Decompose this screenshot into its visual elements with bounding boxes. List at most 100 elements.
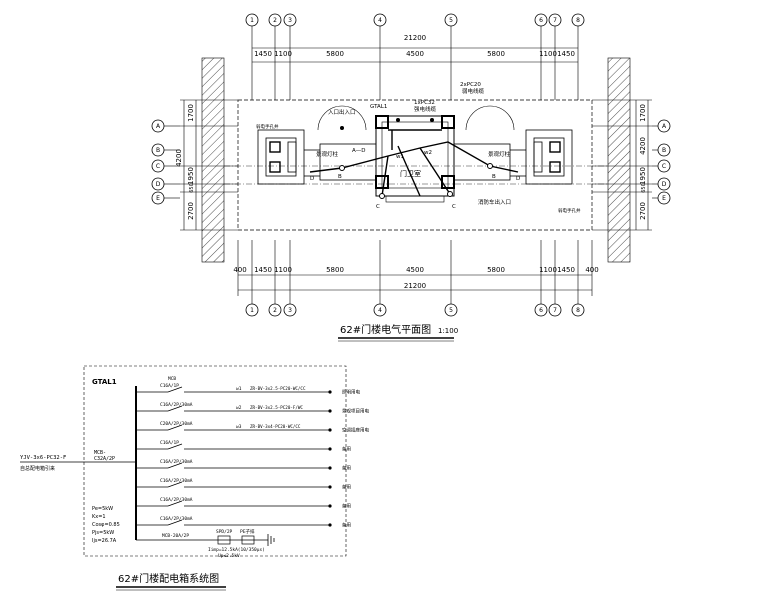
label-cable-mid: 1xPC32 [414, 100, 435, 106]
axis-bubble-bottom-4-text: 4 [378, 307, 382, 314]
axis-bubble-right-B-text: B [662, 147, 666, 154]
incoming-note: 自总配电箱引来 [20, 465, 55, 472]
label-ad: A—D [352, 148, 366, 154]
spd-label: SPD/2P [216, 529, 233, 535]
label-d-right: D [516, 176, 520, 182]
circuit-rating: C20A/2P/30mA [160, 421, 193, 427]
spd-spec2: Up≤2.5kV [218, 553, 240, 559]
label-gtal: GTAL1 [370, 104, 387, 110]
panel-enclosure [83, 365, 347, 557]
label-w1: w1 [396, 154, 404, 160]
circuit-number: w1 [236, 386, 242, 392]
spd-spec: Iimp=12.5kA(10/350μs) [208, 547, 265, 553]
spd-circuit: MCB-20A/2P SPD/2P PE子排 Iimp=12.5kA(10/35… [136, 528, 275, 559]
plan-scale: 1:100 [438, 327, 458, 335]
circuit-cable: ZR-BV-3x2.5-PC20-F/WC [250, 405, 303, 410]
dim-bottom-8: 1450 [557, 266, 575, 274]
top-dimension-lines [251, 44, 579, 100]
axis-bubble-top-1-text: 1 [250, 17, 254, 24]
label-c-left: C [376, 204, 380, 210]
axis-bubble-top-5: 5 [444, 13, 458, 27]
wiring [309, 130, 519, 197]
dim-top-7: 1450 [557, 50, 575, 58]
dim-total-top: 21200 [404, 34, 426, 42]
axis-bubble-left-C-text: C [156, 163, 160, 170]
label-cable-top2: 弱电线缆 [462, 87, 485, 95]
main-breaker: MCB- [94, 450, 106, 456]
dim-top-5: 5800 [487, 50, 505, 58]
load-ijs: Ijs=26.7A [92, 538, 117, 544]
dim-left-2: 4200 [175, 149, 183, 167]
label-b-left: B [338, 174, 342, 180]
axis-bubble-top-1: 1 [245, 13, 259, 27]
axis-bubble-left-E: E [151, 191, 165, 205]
load-data: Pe=5kW Kx=1 Cosφ=0.85 Pjs=5kW Ijs=26.7A [92, 506, 120, 544]
circuit-rating: C16A/2P/30mA [160, 459, 193, 465]
axis-bubble-left-C: C [151, 159, 165, 173]
axis-bubble-right-C-text: C [662, 163, 666, 170]
axis-bubble-left-A-text: A [156, 123, 161, 130]
hatched-wall-left [201, 57, 225, 263]
dim-bottom-7: 1100 [539, 266, 557, 274]
circuit-number: w2 [236, 405, 242, 411]
circuit-rating: C16A/2P/30mA [160, 497, 193, 503]
dim-top-3: 5800 [326, 50, 344, 58]
axis-bubble-top-3: 3 [283, 13, 297, 27]
dim-top-4: 4500 [406, 50, 424, 58]
left-dimension-lines [180, 99, 238, 231]
circuit-use: 景观项目用电 [342, 408, 369, 415]
circuit-use: 备用 [342, 522, 351, 529]
axis-bubble-left-A: A [151, 119, 165, 133]
left-dimension-texts: 1700 4200 1950 650 2700 [175, 104, 195, 220]
circuit-end-dot [328, 485, 332, 489]
dim-bottom-1: 400 [233, 266, 246, 274]
right-dimension-texts: 1700 4200 1950 650 2700 [639, 104, 647, 220]
label-lamp-left: 景观灯柱 [316, 150, 339, 158]
dim-bottom-2: 1450 [254, 266, 272, 274]
axis-bubble-top-5-text: 5 [449, 17, 453, 24]
axis-bubble-top-8-text: 8 [576, 17, 580, 24]
label-cable-mid2: 强电线缆 [414, 105, 437, 113]
dim-bottom-3: 1100 [274, 266, 292, 274]
door-swings [317, 105, 515, 131]
axis-bubble-bottom-4: 4 [373, 303, 387, 317]
incoming-cable: YJV-3x6-PC32-F [20, 455, 66, 461]
label-b-right: B [492, 174, 496, 180]
axis-bubble-top-8: 8 [571, 13, 585, 27]
circuit-end-dot [328, 466, 332, 470]
bottom-dimension-lines [237, 240, 593, 296]
axis-bubble-top-3-text: 3 [288, 17, 292, 24]
dim-right-1: 1700 [639, 104, 647, 122]
top-dimension-texts: 21200 1450 1100 5800 4500 5800 1100 1450 [254, 34, 575, 58]
load-kx: Kx=1 [92, 514, 106, 520]
axis-bubble-bottom-7: 7 [548, 303, 562, 317]
dim-top-6: 1100 [539, 50, 557, 58]
circuit-use: 备用 [342, 465, 351, 472]
axis-bubble-bottom-6: 6 [534, 303, 548, 317]
circuit-rating: C16A/2P/30mA [160, 478, 193, 484]
circuit-end-dot [328, 428, 332, 432]
circuit-use: 备用 [342, 446, 351, 453]
axis-bubble-bottom-8-text: 8 [576, 307, 580, 314]
dim-left-3: 1950 [187, 167, 195, 185]
panel-name: GTAL1 [92, 378, 117, 386]
label-note-right: 弱电手孔井 [558, 207, 581, 214]
dim-right-4: 650 [641, 183, 647, 193]
circuit-number: w3 [236, 424, 242, 430]
circuit-use: 备用 [342, 484, 351, 491]
axis-bubble-bottom-8: 8 [571, 303, 585, 317]
axis-bubble-left-B-text: B [156, 147, 160, 154]
axis-bubble-bottom-5-text: 5 [449, 307, 453, 314]
axis-bubble-top-7: 7 [548, 13, 562, 27]
axis-bubble-right-E: E [657, 191, 671, 205]
